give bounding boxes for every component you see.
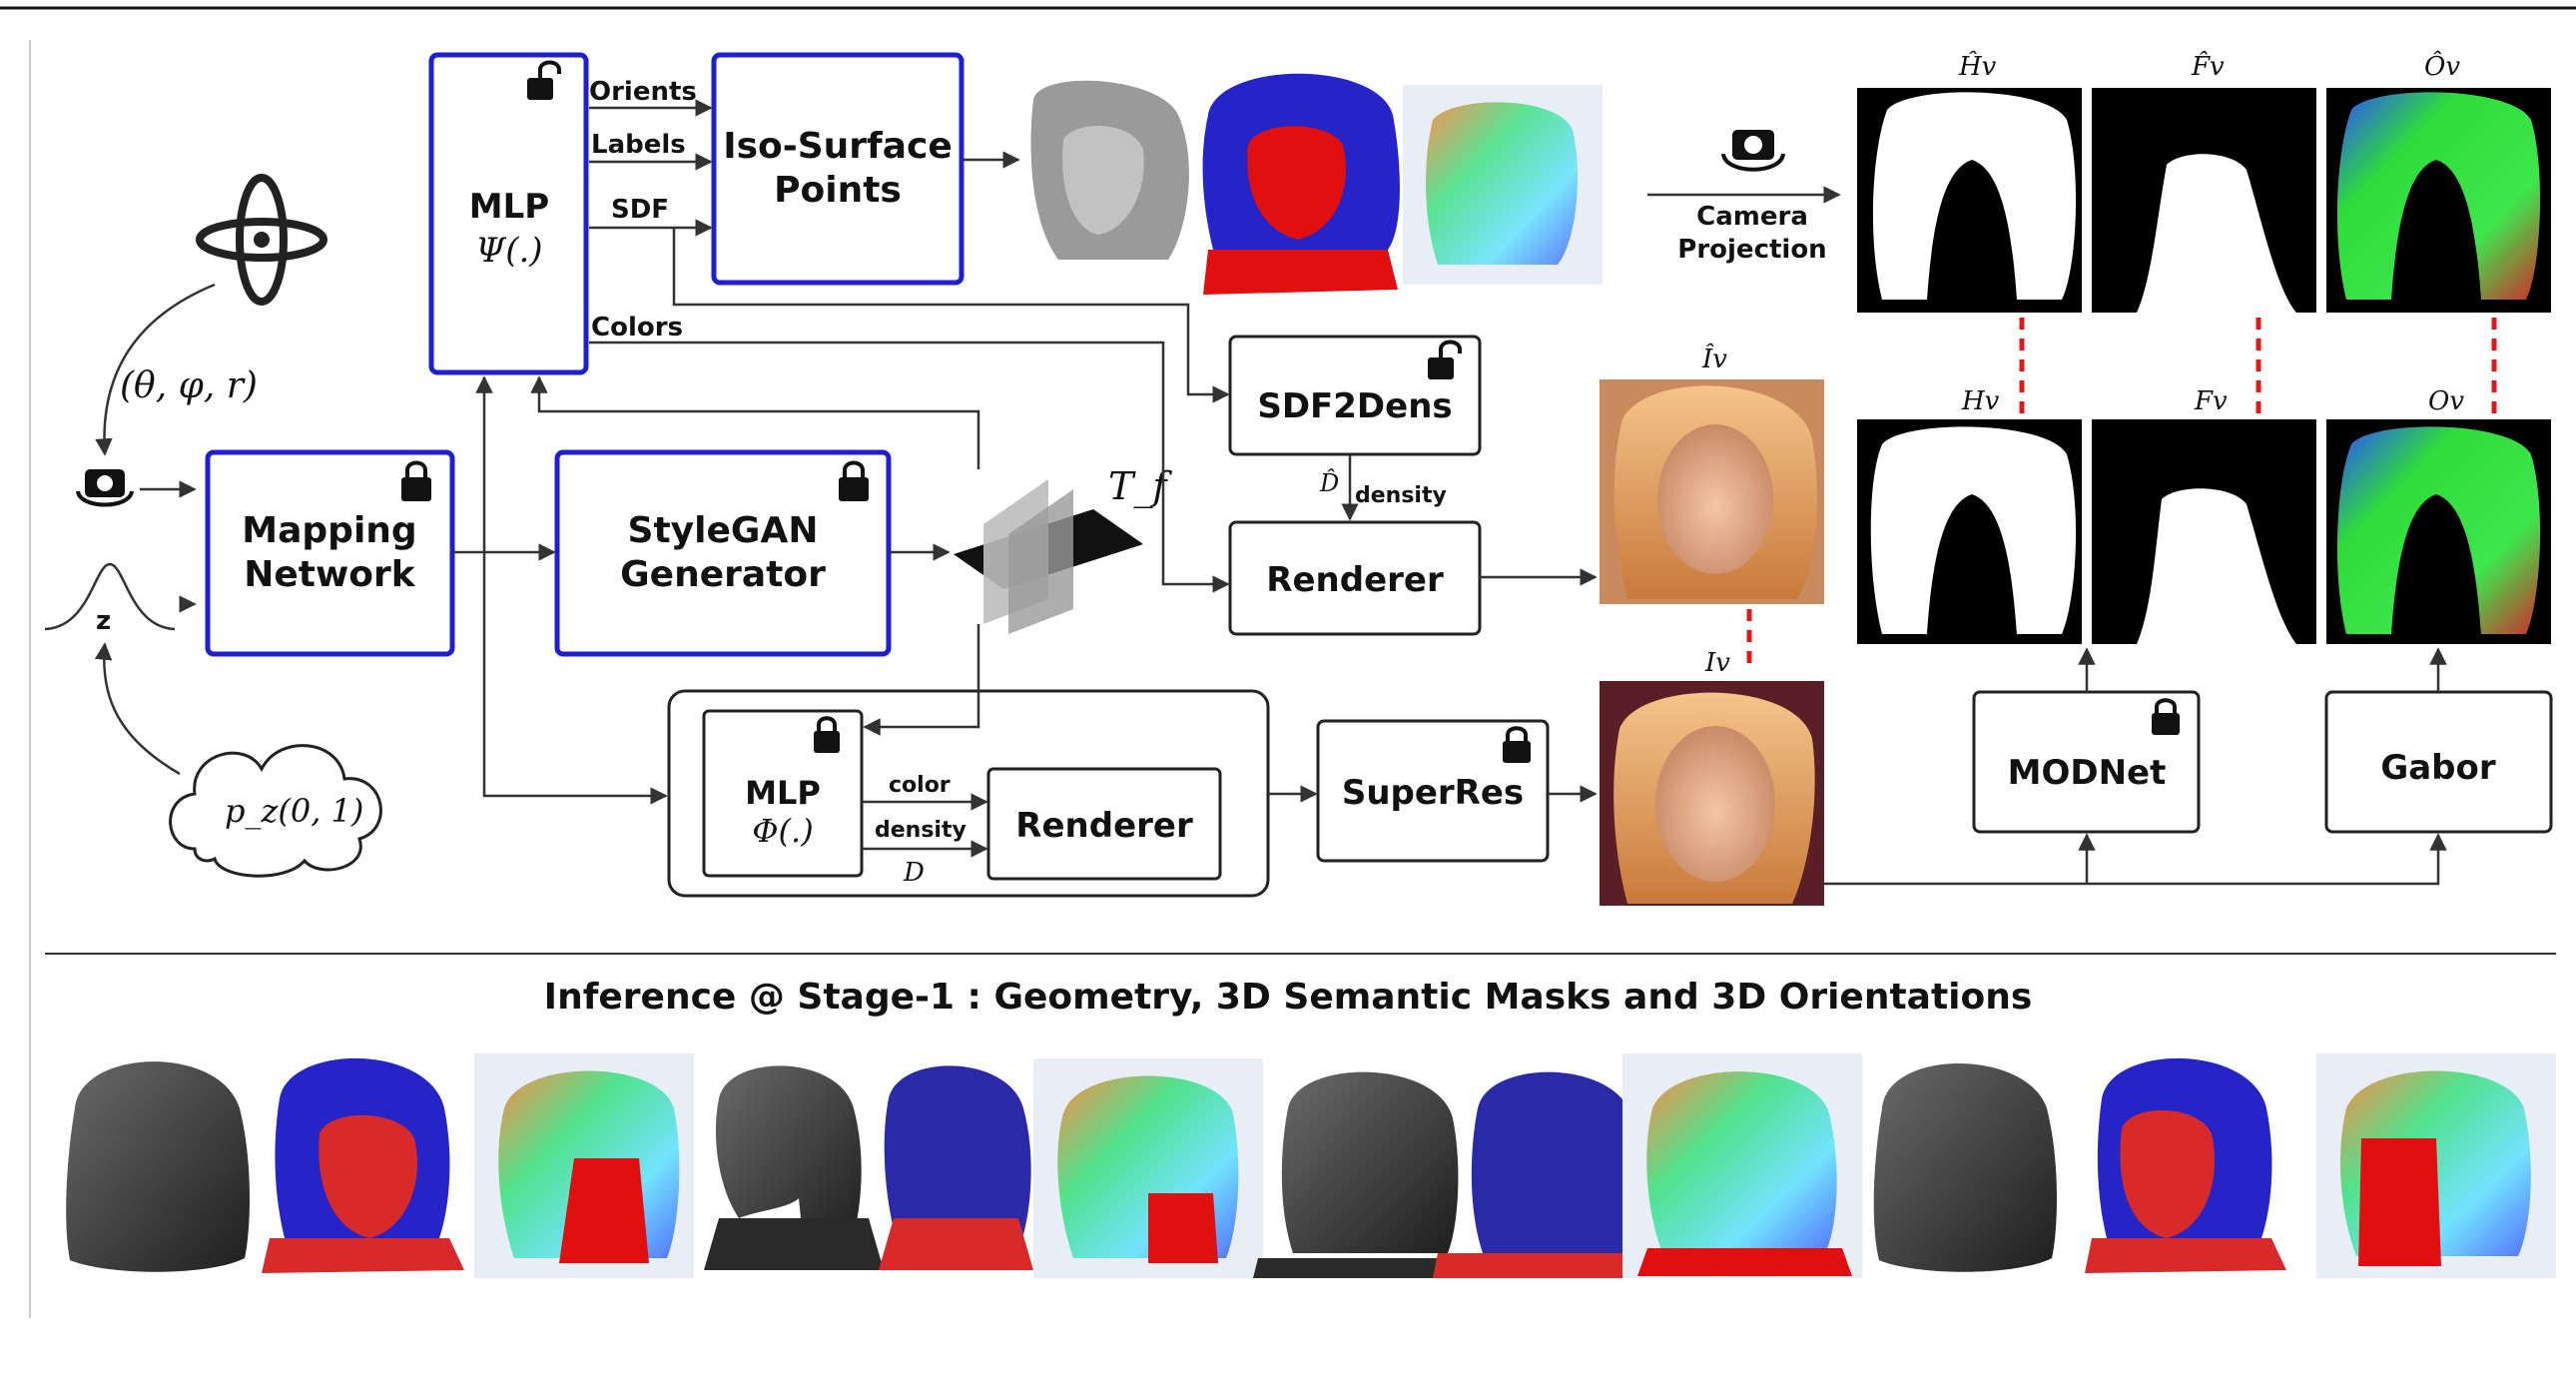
mapping-network-box: Mapping Network	[205, 449, 455, 657]
sample-4-orient	[2316, 1053, 2556, 1278]
sample-4-geometry	[1873, 1063, 2057, 1272]
mapping-line2: Network	[244, 554, 415, 595]
gabor-label: Gabor	[2380, 748, 2496, 788]
camera-pose-icon	[196, 174, 327, 306]
iso-surface-box: Iso-Surface Points	[711, 52, 965, 286]
i-hat-label: Îv	[1701, 343, 1727, 374]
superres-image	[1600, 681, 1824, 906]
hair-mask-hat	[1857, 88, 2082, 313]
gabor-box: Gabor	[2324, 690, 2553, 834]
unlock-icon	[527, 60, 561, 100]
inference-title: Inference @ Stage-1 : Geometry, 3D Seman…	[544, 977, 2033, 1018]
camera-icon	[1721, 130, 1785, 172]
prior-to-z-wire	[94, 642, 181, 776]
triplane-to-phi-wire	[863, 624, 980, 736]
orients-label: Orients	[589, 77, 697, 107]
sdf-label: SDF	[611, 195, 669, 225]
labels-label: Labels	[591, 130, 686, 160]
pointcloud-labels	[1202, 73, 1400, 295]
mlp-psi-box: MLP Ψ(.)	[428, 52, 589, 375]
lock-icon	[839, 460, 869, 501]
theta-phi-r: (θ, φ, r)	[120, 365, 258, 406]
lock-icon	[401, 460, 431, 501]
sample-1-geometry	[66, 1061, 250, 1272]
sdf2dens-box: SDF2Dens	[1228, 335, 1482, 456]
sample-2-orient	[1033, 1058, 1263, 1278]
sdf2dens-label: SDF2Dens	[1257, 386, 1452, 426]
color-label: color	[889, 773, 951, 798]
d-label: D	[903, 858, 925, 888]
colors-label: Colors	[591, 313, 683, 343]
mlp-phi-label: MLP	[745, 774, 821, 812]
camera-icon	[76, 469, 134, 507]
mlp-psi-sub: Ψ(.)	[475, 231, 542, 271]
triplane-to-psi-wire	[530, 375, 980, 469]
lock-icon	[2152, 698, 2180, 735]
superres-box: SuperRes	[1316, 719, 1550, 863]
lock-icon	[814, 716, 840, 753]
stylegan-line2: Generator	[620, 554, 826, 595]
pose-to-camera-wire	[95, 283, 216, 456]
z-label: z	[96, 606, 111, 636]
orient-map	[2326, 419, 2551, 644]
sample-3-orient	[1622, 1053, 1862, 1278]
pointcloud-orients	[1403, 85, 1603, 285]
superres-label: SuperRes	[1342, 773, 1524, 813]
mlp-psi-label: MLP	[469, 187, 549, 227]
mlp-phi-box: MLP Φ(.)	[702, 709, 864, 878]
o-hat-label: Ôv	[2424, 50, 2460, 82]
renderer-top-label: Renderer	[1266, 560, 1444, 600]
f-label: Fv	[2194, 386, 2228, 416]
sample-2-geometry	[704, 1065, 884, 1270]
d-hat-label: D̂	[1319, 469, 1339, 497]
sample-3-geometry	[1253, 1071, 1463, 1278]
mlp-phi-sub: Φ(.)	[752, 812, 813, 850]
image-to-gabor-wire	[1822, 833, 2447, 886]
triplane-icon: T_f	[954, 464, 1172, 634]
sdf-to-sdf2dens-wire	[672, 228, 1230, 403]
pointcloud-grey	[1030, 80, 1189, 260]
modnet-label: MODNet	[2008, 753, 2167, 793]
orient-map-hat	[2326, 88, 2551, 313]
sample-4-semantic	[2085, 1057, 2286, 1273]
lowres-render-image	[1600, 379, 1824, 604]
iso-line2: Points	[774, 170, 902, 211]
o-label: Ov	[2428, 386, 2464, 416]
h-hat-label: Ĥv	[1958, 50, 1997, 82]
unlock-icon	[1428, 340, 1462, 379]
mapping-to-phi-wire	[482, 552, 668, 805]
h-label: Hv	[1961, 386, 2000, 416]
density-label: density	[1355, 483, 1447, 508]
sample-1-semantic	[262, 1057, 464, 1273]
pz-label: p_z(0, 1)	[225, 792, 363, 830]
sample-3-semantic	[1433, 1071, 1642, 1278]
sample-2-semantic	[879, 1065, 1033, 1270]
face-mask	[2092, 419, 2316, 644]
gaussian-icon: z	[44, 562, 176, 636]
renderer-top-box: Renderer	[1228, 520, 1482, 636]
stylegan-line1: StyleGAN	[628, 510, 819, 551]
sample-1-orient	[474, 1053, 694, 1278]
renderer-inner-box: Renderer	[986, 767, 1222, 881]
inference-strip	[66, 1053, 2556, 1278]
i-label: Iv	[1704, 648, 1730, 678]
prior-cloud: p_z(0, 1)	[169, 744, 382, 878]
f-hat-label: F̂v	[2191, 51, 2225, 82]
iso-line1: Iso-Surface	[723, 126, 953, 167]
density2-label: density	[875, 818, 966, 843]
face-mask-hat	[2092, 88, 2316, 313]
hair-mask	[1857, 419, 2082, 644]
camera-label-2: Projection	[1677, 235, 1826, 265]
camera-label-1: Camera	[1696, 202, 1808, 232]
renderer-inner-label: Renderer	[1015, 806, 1193, 846]
modnet-box: MODNet	[1972, 690, 2201, 834]
mapping-line1: Mapping	[242, 510, 416, 551]
colors-to-renderer-wire	[589, 341, 1230, 593]
stylegan-box: StyleGAN Generator	[554, 449, 892, 657]
tf-label: T_f	[1108, 464, 1172, 509]
lock-icon	[1503, 726, 1531, 763]
